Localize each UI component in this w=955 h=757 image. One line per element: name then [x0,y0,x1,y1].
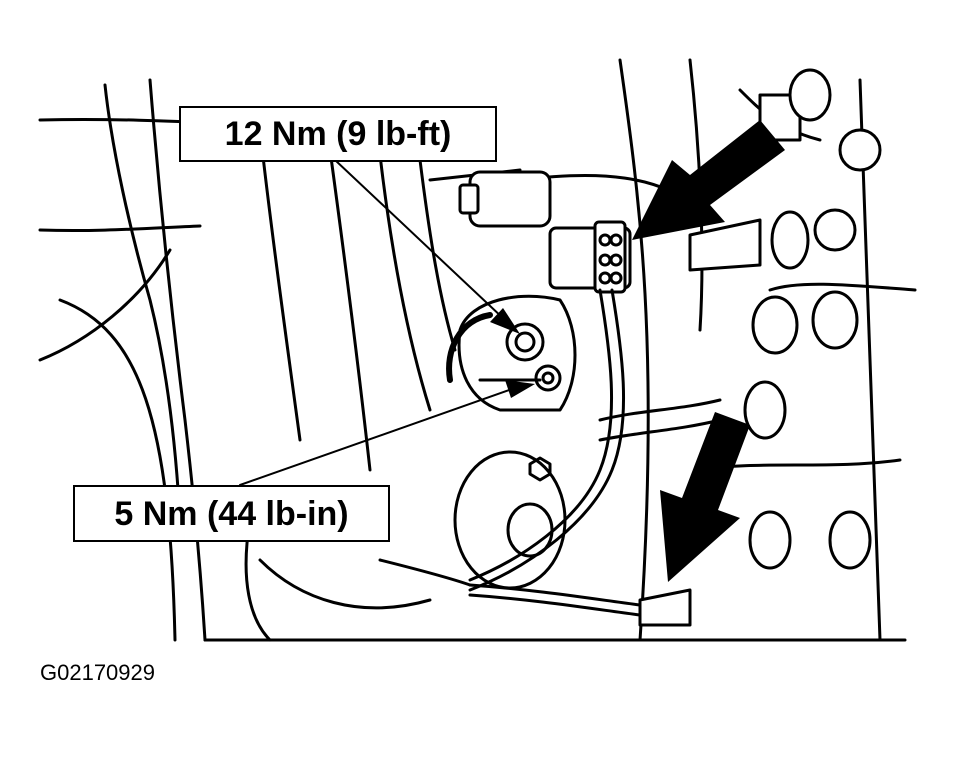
wiring-harness [378,220,722,627]
leader-lines [239,159,516,486]
engine-fittings [453,68,882,590]
nut-torque-callout: 5 Nm (44 lb-in) [73,485,390,542]
bolt-torque-label: 12 Nm (9 lb-ft) [224,115,452,153]
bolt-torque-callout: 12 Nm (9 lb-ft) [179,106,497,162]
pointer-arrows [632,120,785,582]
leader-arrowheads [490,308,535,398]
figure-id-label: G02170929 [40,660,155,685]
sensor-assembly [446,294,577,412]
nut-torque-label: 5 Nm (44 lb-in) [114,494,349,533]
